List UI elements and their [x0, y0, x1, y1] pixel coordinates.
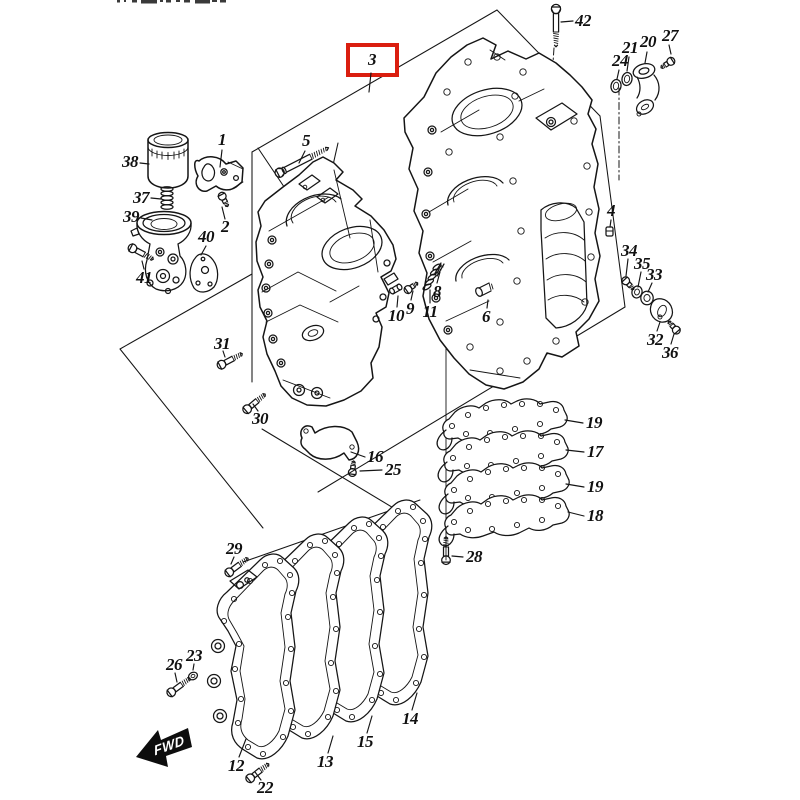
callout-38[interactable]: 38: [122, 152, 139, 171]
callout-10[interactable]: 10: [388, 306, 405, 325]
callout-24[interactable]: 24: [612, 51, 629, 70]
callout-19[interactable]: 19: [587, 477, 604, 496]
part-16-clamp: [300, 425, 360, 461]
fwd-arrow: FWD: [136, 728, 192, 767]
callout-41[interactable]: 41: [136, 268, 153, 287]
callout-37[interactable]: 37: [133, 188, 150, 207]
part-6-plug: [475, 282, 494, 297]
part-33-ring: [640, 290, 654, 306]
callout-42[interactable]: 42: [575, 11, 592, 30]
callout-12[interactable]: 12: [228, 756, 245, 775]
part-3-cylinder-block: [255, 156, 399, 407]
callout-35[interactable]: 35: [634, 254, 651, 273]
part-2-screw: [216, 190, 232, 209]
callout-8[interactable]: 8: [433, 282, 442, 301]
callout-31[interactable]: 31: [214, 334, 231, 353]
callout-4[interactable]: 4: [607, 201, 616, 220]
callout-5[interactable]: 5: [302, 131, 311, 150]
callout-13[interactable]: 13: [317, 752, 334, 771]
callout-20[interactable]: 20: [640, 32, 657, 51]
callout-33[interactable]: 33: [646, 265, 663, 284]
part-11-spring: [422, 263, 442, 291]
callout-28[interactable]: 28: [466, 547, 483, 566]
part-23-washer: [187, 671, 199, 681]
part-37-spring: [160, 186, 174, 210]
part-12-plate: [206, 553, 300, 760]
callout-40[interactable]: 40: [198, 227, 215, 246]
clipped-title-fragments: [117, 0, 226, 4]
callout-23[interactable]: 23: [186, 646, 203, 665]
part-10-plug: [388, 283, 403, 295]
callout-26[interactable]: 26: [166, 655, 183, 674]
part-4-pin: [605, 226, 614, 237]
part-21-oring: [621, 71, 633, 87]
callout-11[interactable]: 11: [422, 302, 438, 321]
part-32-anode: [649, 298, 674, 323]
highlight-box: [346, 43, 399, 77]
part-24-oring: [610, 78, 622, 94]
callout-32[interactable]: 32: [647, 330, 664, 349]
callout-2[interactable]: 2: [221, 217, 230, 236]
part-42-bolt: [550, 3, 562, 48]
callout-17[interactable]: 17: [587, 442, 604, 461]
callout-19[interactable]: 19: [586, 413, 603, 432]
crankcase-block: [403, 37, 601, 390]
callout-1[interactable]: 1: [218, 130, 227, 149]
callout-14[interactable]: 14: [402, 709, 419, 728]
part-1-bracket: [194, 156, 244, 193]
callout-18[interactable]: 18: [587, 506, 604, 525]
callout-6[interactable]: 6: [482, 307, 491, 326]
callout-34[interactable]: 34: [621, 241, 638, 260]
part-40-gasket: [189, 253, 219, 293]
part-9-screw: [401, 279, 421, 296]
part-38-oil-filter: [147, 131, 189, 189]
callout-27[interactable]: 27: [662, 26, 679, 45]
callout-16[interactable]: 16: [367, 447, 384, 466]
part-36-bolt: [664, 318, 683, 337]
part-20-fitting: [632, 63, 660, 117]
callout-36[interactable]: 36: [662, 343, 679, 362]
callout-15[interactable]: 15: [357, 732, 374, 751]
callout-25[interactable]: 25: [385, 460, 402, 479]
callout-21[interactable]: 21: [622, 38, 639, 57]
callout-9[interactable]: 9: [406, 299, 415, 318]
part-27-bolt: [658, 55, 677, 72]
callout-30[interactable]: 30: [252, 409, 269, 428]
callout-22[interactable]: 22: [257, 778, 274, 797]
part-39-oil-filter-mount: [130, 210, 192, 295]
callout-3[interactable]: 3: [368, 50, 377, 69]
callout-29[interactable]: 29: [226, 539, 243, 558]
callout-39[interactable]: 39: [123, 207, 140, 226]
